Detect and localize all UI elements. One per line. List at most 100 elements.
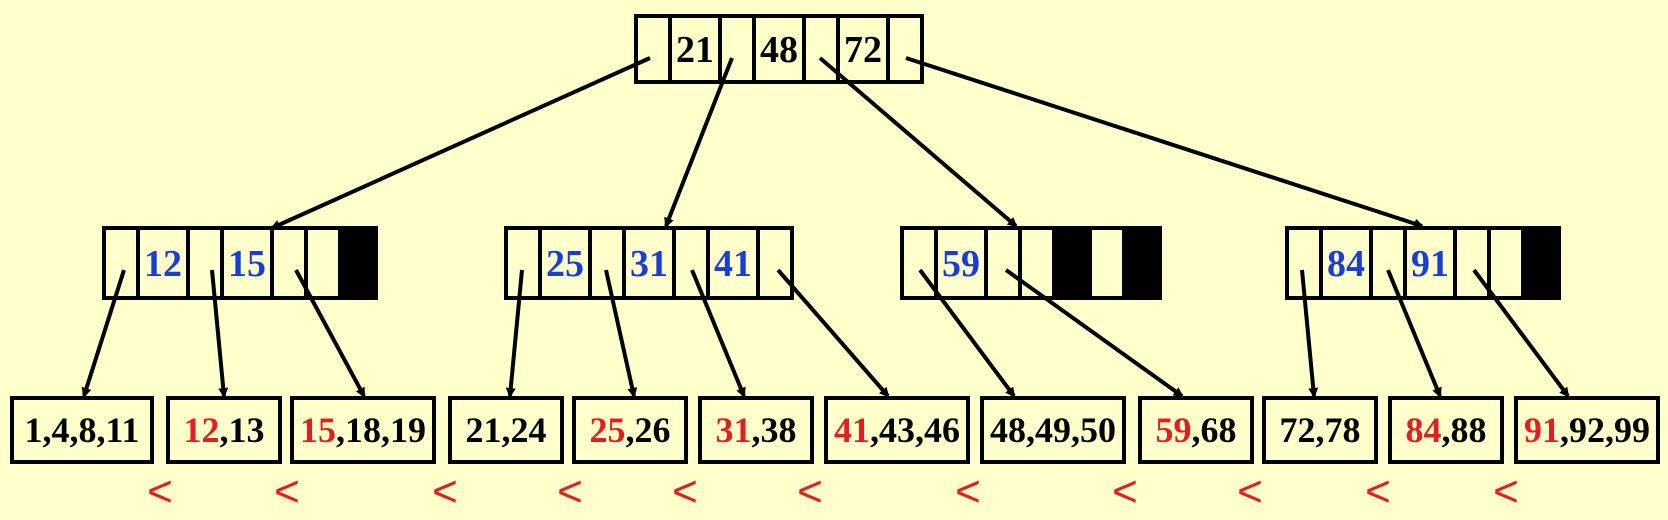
leaf-rest-keys: ,92,99 xyxy=(1560,410,1650,450)
edge-internal-to-leaf-8 xyxy=(1004,268,1184,398)
leaf-rest-keys: ,43,46 xyxy=(870,410,960,450)
root-key: 48 xyxy=(760,29,798,71)
leaf-node-7 xyxy=(980,396,1126,464)
internal-node-1-cell-6 xyxy=(756,226,794,300)
leaf-keys: 12,13 xyxy=(184,410,265,450)
internal-key: 41 xyxy=(714,243,752,285)
leaf-keys: 31,38 xyxy=(716,410,797,450)
edge-root-to-internal-0 xyxy=(270,56,651,230)
leaf-rest-keys: ,88 xyxy=(1442,410,1487,450)
leaf-rest-keys: ,18,19 xyxy=(336,410,426,450)
internal-node-2-cell-2 xyxy=(984,226,1022,300)
less-than-symbol: < xyxy=(432,467,458,516)
leaf-keys: 59,68 xyxy=(1156,410,1237,450)
internal-node-0-cell-4 xyxy=(270,226,308,300)
internal-node-1-cell-0 xyxy=(504,226,542,300)
leaf-keys: 48,49,50 xyxy=(990,410,1116,450)
internal-node-3-cell-2 xyxy=(1369,226,1407,300)
leaf-keys: 1,4,8,11 xyxy=(24,410,139,450)
leaf-rest-keys: ,13 xyxy=(220,410,265,450)
internal-node-2-cell-4 xyxy=(1052,226,1092,300)
leaf-separator-key: 91 xyxy=(1524,410,1560,450)
leaf-rest-keys: 48,49,50 xyxy=(990,410,1116,450)
edge-root-to-internal-3 xyxy=(905,56,1424,229)
leaf-rest-keys: 21,24 xyxy=(466,410,547,450)
leaf-keys: 41,43,46 xyxy=(834,410,960,450)
leaf-separator-key: 25 xyxy=(590,410,626,450)
less-than-symbol: < xyxy=(955,467,981,516)
leaf-rest-keys: ,26 xyxy=(626,410,671,450)
internal-node-3-cell-6 xyxy=(1521,226,1561,300)
internal-node-1-cell-2 xyxy=(588,226,626,300)
less-than-symbol: < xyxy=(274,467,300,516)
edge-internal-to-leaf-0 xyxy=(81,269,126,398)
root-cell-0 xyxy=(634,14,672,84)
internal-node-2-cell-6 xyxy=(1122,226,1162,300)
edge-internal-to-leaf-1 xyxy=(210,269,229,398)
leaf-rest-keys: ,68 xyxy=(1192,410,1237,450)
less-than-symbol: < xyxy=(1237,467,1263,516)
internal-node-0-cell-5 xyxy=(304,226,342,300)
leaf-rest-keys: 72,78 xyxy=(1280,410,1361,450)
less-than-symbol: < xyxy=(797,467,823,516)
internal-node-1-cell-4 xyxy=(672,226,710,300)
internal-node-3-cell-4 xyxy=(1453,226,1491,300)
internal-key: 59 xyxy=(942,243,980,285)
leaf-node-9 xyxy=(1262,396,1378,464)
internal-node-2-cell-5 xyxy=(1088,226,1126,300)
leaf-node-1 xyxy=(166,396,282,464)
internal-key: 12 xyxy=(144,243,182,285)
internal-node-2-cell-3 xyxy=(1018,226,1056,300)
edge-internal-to-leaf-7 xyxy=(918,268,1016,398)
edge-internal-to-leaf-2 xyxy=(294,269,366,398)
internal-node-3-cell-5 xyxy=(1487,226,1525,300)
edge-root-to-internal-2 xyxy=(818,56,1018,228)
root-cell-4 xyxy=(802,14,840,84)
leaf-node-6 xyxy=(824,396,970,464)
leaf-separator-key: 12 xyxy=(184,410,220,450)
internal-node-0-cell-6 xyxy=(338,226,378,300)
leaf-separator-key: 41 xyxy=(834,410,870,450)
root-key: 21 xyxy=(676,29,714,71)
leaf-node-11 xyxy=(1514,396,1660,464)
internal-key: 25 xyxy=(546,243,584,285)
less-than-symbol: < xyxy=(1493,467,1519,516)
leaf-separator-key: 15 xyxy=(300,410,336,450)
internal-key: 84 xyxy=(1327,243,1365,285)
internal-node-0-cell-0 xyxy=(102,226,140,300)
internal-key: 91 xyxy=(1411,243,1449,285)
root-cell-6 xyxy=(886,14,924,84)
leaf-keys: 25,26 xyxy=(590,410,671,450)
leaf-keys: 91,92,99 xyxy=(1524,410,1650,450)
leaf-rest-keys: ,38 xyxy=(752,410,797,450)
less-than-symbol: < xyxy=(557,467,583,516)
leaf-node-3 xyxy=(448,396,564,464)
edge-root-to-internal-1 xyxy=(664,57,734,228)
leaf-node-4 xyxy=(572,396,688,464)
edge-internal-to-leaf-11 xyxy=(1472,268,1570,398)
leaf-rest-keys: 1,4,8,11 xyxy=(24,410,139,450)
leaf-keys: 72,78 xyxy=(1280,410,1361,450)
leaf-node-2 xyxy=(290,396,436,464)
less-than-symbol: < xyxy=(1365,467,1391,516)
leaf-keys: 21,24 xyxy=(466,410,547,450)
internal-node-0-cell-2 xyxy=(186,226,224,300)
edge-internal-to-leaf-5 xyxy=(690,269,746,398)
less-than-symbol: < xyxy=(1112,467,1138,516)
edge-internal-to-leaf-4 xyxy=(604,269,638,398)
leaf-keys: 15,18,19 xyxy=(300,410,426,450)
less-than-symbol: < xyxy=(147,467,173,516)
edge-internal-to-leaf-3 xyxy=(505,269,524,398)
internal-key: 15 xyxy=(228,243,266,285)
leaf-separator-key: 84 xyxy=(1406,410,1442,450)
leaf-keys: 84,88 xyxy=(1406,410,1487,450)
leaf-separator-key: 59 xyxy=(1156,410,1192,450)
leaf-node-8 xyxy=(1138,396,1254,464)
less-than-symbol: < xyxy=(672,467,698,516)
leaf-node-5 xyxy=(698,396,814,464)
leaf-node-0 xyxy=(10,396,154,464)
leaf-separator-key: 31 xyxy=(716,410,752,450)
edge-internal-to-leaf-10 xyxy=(1386,269,1442,398)
root-key: 72 xyxy=(844,29,882,71)
